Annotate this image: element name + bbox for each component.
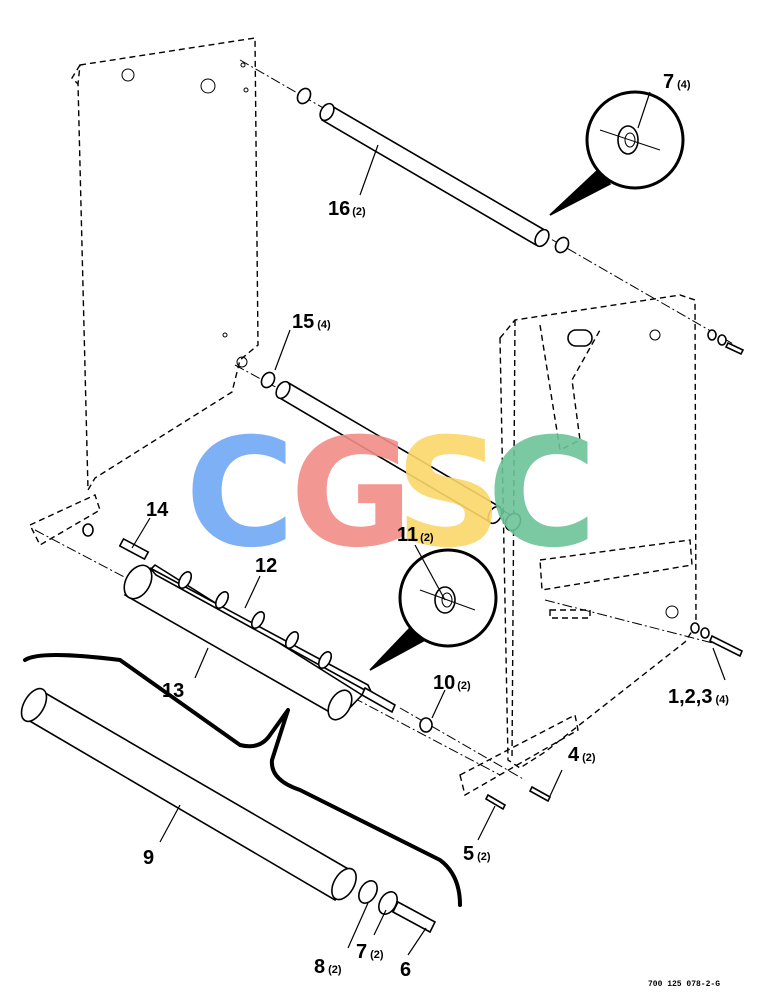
callout-labels: 16(2) 7(4) 15(4) 14 12 11(2) 13 10(2) 1,… [143,71,729,981]
upper-roller [296,87,570,254]
callout-10-number: 10 [433,672,455,694]
drawing-code: 700 125 078-2-G [648,980,720,989]
watermark: C G S C [185,407,597,581]
callout-4-qty: (2) [582,752,596,764]
callout-4-number: 4 [568,744,580,766]
callout-9-number: 9 [143,847,154,869]
callout-5-qty: (2) [477,851,491,863]
callout-1-2-3-number: 1,2,3 [668,686,712,708]
callout-7-top-number: 7 [663,71,674,93]
callout-10-qty: (2) [457,680,471,692]
loose-roller [20,687,437,934]
svg-text:7(2): 7(2) [356,941,384,963]
callout-15-qty: (4) [317,319,331,331]
svg-text:15(4): 15(4) [292,311,331,333]
leader-lines [131,91,726,956]
callout-7-top-qty: (4) [677,79,691,91]
svg-text:7(4): 7(4) [663,71,691,93]
detail-bubble-bottom [369,548,498,671]
bottom-cross-member [29,494,579,797]
callout-12-number: 12 [255,555,277,577]
callout-11-qty: (2) [420,532,434,544]
hardware [484,329,745,811]
callout-8-number: 8 [314,956,325,978]
callout-7-bottom-qty: (2) [370,949,384,961]
watermark-letter-1: C [185,407,295,581]
svg-text:12: 12 [255,555,277,577]
svg-text:5(2): 5(2) [463,843,491,865]
roller-flights [177,571,333,669]
svg-text:16(2): 16(2) [328,198,366,220]
watermark-letter-3: S [395,407,503,581]
callout-6-number: 6 [400,959,411,981]
right-side-panel [499,294,697,769]
callout-8-qty: (2) [328,964,342,976]
left-side-panel [71,37,259,493]
watermark-letter-2: G [290,407,413,581]
callout-1-2-3-qty: (4) [715,694,729,706]
callout-16-number: 16 [328,198,350,220]
callout-15-number: 15 [292,311,314,333]
callout-16-qty: (2) [352,206,366,218]
middle-roller [260,371,522,532]
callout-7-bottom-number: 7 [356,941,367,963]
svg-text:13: 13 [162,680,184,702]
svg-text:10(2): 10(2) [433,672,471,694]
lower-roller-assembly [82,523,433,733]
callout-11-number: 11 [397,524,418,546]
svg-text:8(2): 8(2) [314,956,342,978]
callout-13-number: 13 [162,680,184,702]
svg-text:14: 14 [146,499,169,521]
callout-14-number: 14 [146,499,169,521]
watermark-letter-4: C [487,407,597,581]
svg-text:1,2,3(4): 1,2,3(4) [668,686,729,708]
callout-5-number: 5 [463,843,474,865]
svg-text:11(2): 11(2) [397,524,434,546]
exploded-view-bracket [23,653,462,907]
svg-text:6: 6 [400,959,411,981]
svg-text:9: 9 [143,847,154,869]
svg-text:4(2): 4(2) [568,744,596,766]
detail-bubble-top [549,90,685,216]
